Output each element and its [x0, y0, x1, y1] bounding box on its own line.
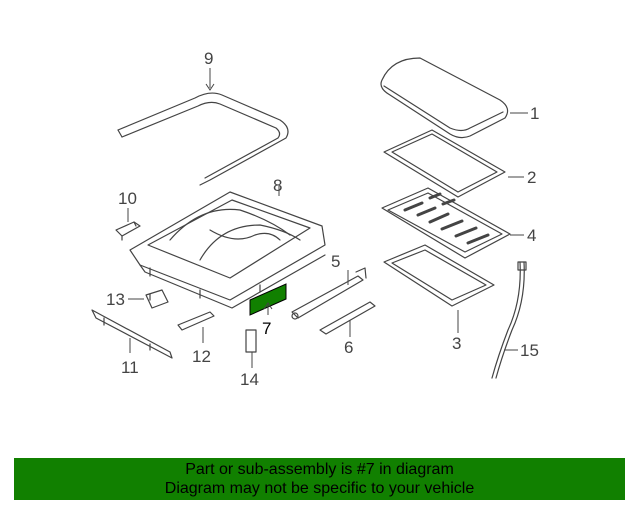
part-6-guide[interactable]	[319, 301, 376, 335]
callout-8: 8	[273, 176, 282, 195]
part-2-seal[interactable]	[383, 129, 506, 198]
callout-5: 5	[331, 252, 340, 271]
part-11-trim[interactable]	[91, 309, 173, 359]
banner-line-1: Part or sub-assembly is #7 in diagram	[185, 461, 454, 478]
callout-11: 11	[121, 358, 139, 377]
part-7-highlighted[interactable]	[249, 283, 287, 316]
callout-13: 13	[106, 290, 125, 309]
part-3-tray[interactable]	[383, 244, 495, 307]
part-1-glass[interactable]	[380, 57, 509, 139]
callout-9: 9	[204, 49, 213, 68]
part-4-shade[interactable]	[381, 187, 511, 259]
callout-2: 2	[527, 168, 536, 187]
callout-14: 14	[240, 370, 259, 389]
leader-lines	[127, 68, 528, 368]
parts-diagram: 9 1 2 8 10 4 5 13 7 3 6 15 12 11 14	[91, 49, 539, 389]
callout-10: 10	[118, 189, 137, 208]
callout-6: 6	[344, 338, 353, 357]
callout-4: 4	[527, 226, 536, 245]
part-8-frame[interactable]	[129, 191, 326, 309]
part-5-rail[interactable]	[291, 267, 367, 320]
info-banner: Part or sub-assembly is #7 in diagram Di…	[14, 458, 625, 500]
part-12-clip[interactable]	[177, 311, 215, 331]
callout-3: 3	[452, 334, 461, 353]
part-10-bracket[interactable]	[115, 221, 141, 241]
part-13-motor[interactable]	[145, 289, 169, 309]
part-9-seal[interactable]	[117, 92, 289, 186]
callout-12: 12	[192, 347, 211, 366]
callout-1: 1	[530, 104, 539, 123]
part-14-bracket[interactable]	[245, 329, 257, 353]
callout-7: 7	[262, 319, 271, 338]
callout-15: 15	[520, 341, 539, 360]
part-15-hose[interactable]	[491, 261, 527, 379]
banner-line-2: Diagram may not be specific to your vehi…	[164, 480, 475, 497]
